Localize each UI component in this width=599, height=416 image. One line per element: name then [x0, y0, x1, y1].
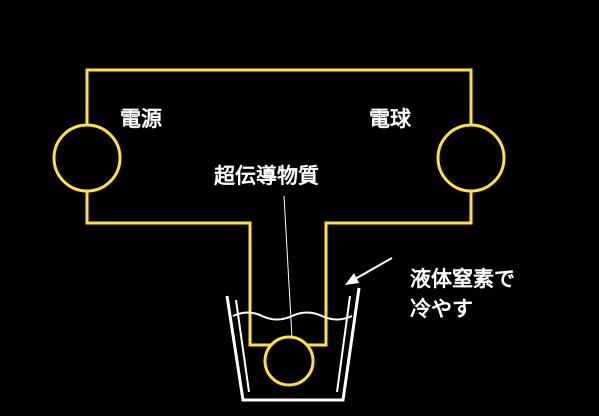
superconductor-label: 超伝導物質: [214, 164, 319, 188]
beaker-inner-right: [336, 295, 351, 393]
bulb-icon: [436, 123, 506, 193]
power-source-label: 電源: [120, 107, 162, 131]
bulb-label: 電球: [369, 107, 412, 131]
circuit-wire: [85, 68, 473, 347]
beaker-icon: [225, 287, 361, 402]
cooling-label-line2: 冷やす: [410, 297, 473, 321]
beaker-inner-left: [235, 299, 250, 393]
cooling-label-line1: 液体窒素で: [410, 267, 515, 291]
liquid-surface: [232, 311, 353, 321]
superconductor-icon: [263, 335, 315, 387]
power-source-icon: [52, 123, 122, 193]
superconductor-leader-line: [283, 195, 293, 339]
arrow-icon: [345, 257, 393, 285]
